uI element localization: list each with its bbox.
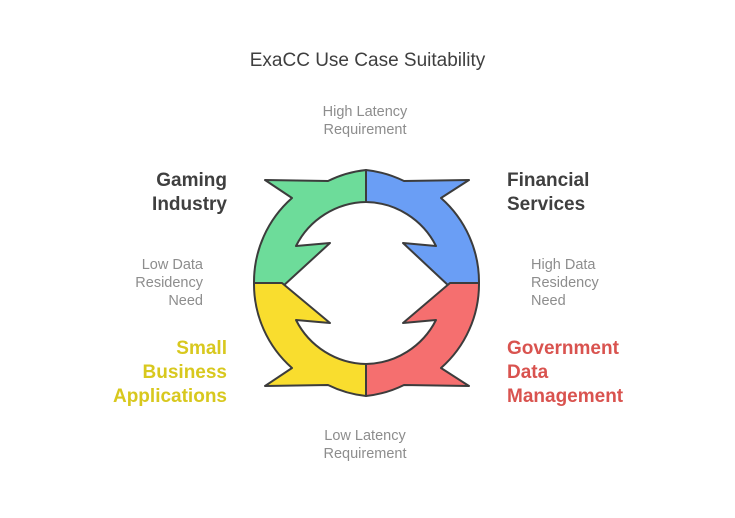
diagram-title: ExaCC Use Case Suitability [249, 50, 486, 71]
quadrant-label-line: Management [507, 386, 624, 407]
segment-small-business-applications [252, 282, 367, 397]
quadrant-label-line: Services [507, 194, 586, 215]
segment-gaming-industry [252, 169, 367, 288]
quadrant-label-line: Industry [152, 194, 227, 215]
quadrant-label-line: Small [176, 338, 227, 359]
axis-label-left-line: Low Data [141, 257, 203, 273]
quadrant-label-line: Financial [507, 170, 590, 191]
axis-label-bottom-line: Requirement [323, 446, 407, 462]
quadrant-label-line: Data [507, 362, 549, 383]
axis-label-top: High Latency Requirement [290, 103, 440, 139]
quadrant-label-line: Government [507, 338, 619, 359]
quadrant-label-line: Gaming [156, 170, 227, 191]
quadrant-label-financial-services: Financial Services [507, 169, 707, 217]
segment-financial-services [365, 169, 481, 288]
axis-label-left: Low Data Residency Need [110, 256, 203, 310]
axis-label-top-line: Requirement [323, 122, 407, 138]
quadrant-label-small-business-applications: Small Business Applications [60, 337, 227, 409]
quadrant-label-gaming-industry: Gaming Industry [100, 169, 227, 217]
axis-label-left-line: Residency [135, 275, 203, 291]
segment-government-data-management [365, 282, 481, 397]
quadrant-label-line: Applications [112, 386, 227, 407]
axis-label-bottom: Low Latency Requirement [290, 427, 440, 463]
axis-label-right-line: Residency [531, 275, 599, 291]
axis-label-right: High Data Residency Need [531, 256, 651, 310]
quadrant-label-government-data-management: Government Data Management [507, 337, 707, 409]
axis-label-left-line: Need [168, 293, 203, 309]
quadrant-label-line: Business [142, 362, 227, 383]
axis-label-top-line: High Latency [322, 104, 408, 120]
axis-label-right-line: High Data [531, 257, 596, 273]
axis-label-bottom-line: Low Latency [324, 428, 406, 444]
axis-label-right-line: Need [531, 293, 566, 309]
